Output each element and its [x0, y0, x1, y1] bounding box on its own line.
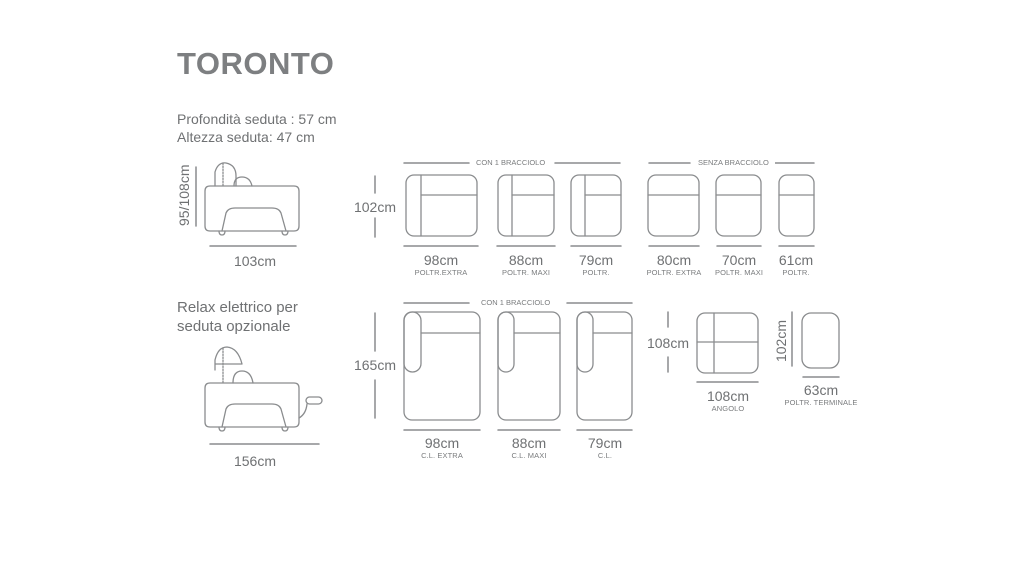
row1-width-4: 80cm	[656, 252, 692, 268]
module-poltr-maxi-icon	[497, 174, 555, 237]
row2-name-3: C.L.	[597, 451, 613, 460]
terminal-width-label: 63cm	[803, 382, 839, 398]
module-cl-maxi-icon	[497, 311, 561, 421]
row1-width-2: 88cm	[508, 252, 544, 268]
module-cl-icon	[576, 311, 633, 421]
seat-depth-spec: Profondità seduta : 57 cm	[177, 111, 337, 127]
terminal-name: POLTR. TERMINALE	[784, 398, 858, 407]
corner-depth-label: 108cm	[646, 335, 690, 351]
relax-note-line1: Relax elettrico per	[177, 299, 298, 316]
row1-width-3: 79cm	[578, 252, 614, 268]
row1-width-6: 61cm	[778, 252, 814, 268]
row2-width-3: 79cm	[587, 435, 623, 451]
side-width-label: 103cm	[233, 253, 277, 269]
module-no-arm-poltr-icon	[778, 174, 815, 237]
row1-name-5: POLTR. MAXI	[714, 268, 764, 277]
page-title: TORONTO	[177, 46, 335, 81]
row2-name-1: C.L. EXTRA	[421, 451, 463, 460]
module-terminale-icon	[801, 312, 840, 369]
sofa-relax-side-view-icon	[204, 346, 323, 445]
terminal-depth-label: 102cm	[773, 319, 789, 363]
module-angolo-icon	[696, 312, 759, 374]
row1-group-with-arm: CON 1 BRACCIOLO	[470, 158, 552, 167]
row1-width-5: 70cm	[721, 252, 757, 268]
module-poltr-icon	[570, 174, 622, 237]
row2-name-2: C.L. MAXI	[511, 451, 547, 460]
seat-height-spec: Altezza seduta: 47 cm	[177, 129, 315, 145]
relax-width-label: 156cm	[233, 453, 277, 469]
row1-name-4: POLTR. EXTRA	[646, 268, 702, 277]
relax-note-line2: seduta opzionale	[177, 318, 291, 335]
corner-name: ANGOLO	[711, 404, 745, 413]
row1-width-1: 98cm	[423, 252, 459, 268]
row1-group-no-arm: SENZA BRACCIOLO	[692, 158, 775, 167]
side-height-label: 95/108cm	[176, 164, 192, 226]
row1-name-2: POLTR. MAXI	[501, 268, 551, 277]
sofa-side-view-icon	[195, 162, 300, 247]
module-cl-extra-icon	[403, 311, 481, 421]
row2-width-2: 88cm	[511, 435, 547, 451]
relax-note: Relax elettrico per seduta opzionale	[177, 298, 298, 336]
row1-name-1: POLTR.EXTRA	[414, 268, 468, 277]
row1-name-6: POLTR.	[782, 268, 810, 277]
row2-depth-label: 165cm	[353, 357, 397, 373]
row2-group-with-arm: CON 1 BRACCIOLO	[475, 298, 557, 307]
module-no-arm-extra-icon	[647, 174, 700, 237]
corner-width-label: 108cm	[706, 388, 750, 404]
row1-name-3: POLTR.	[582, 268, 610, 277]
row2-width-1: 98cm	[424, 435, 460, 451]
module-poltr-extra-icon	[405, 174, 478, 237]
module-no-arm-maxi-icon	[715, 174, 762, 237]
row1-depth-label: 102cm	[353, 199, 397, 215]
